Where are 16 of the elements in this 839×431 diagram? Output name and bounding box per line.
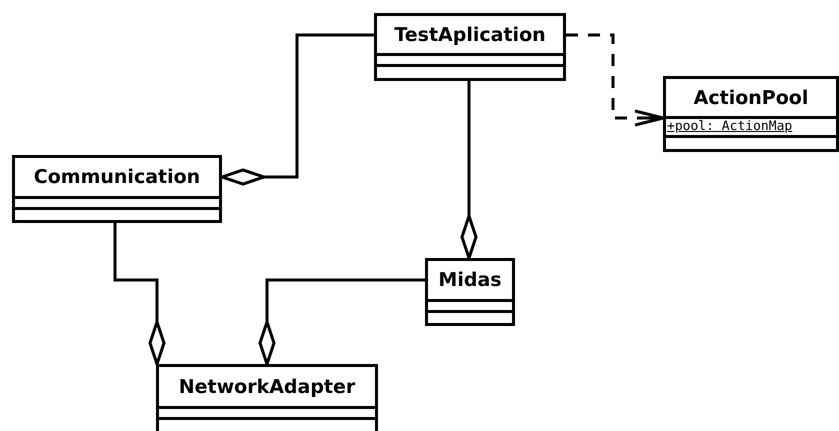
class-name: Midas xyxy=(438,269,502,292)
class-box xyxy=(663,76,839,152)
class-name: TestAplication xyxy=(394,24,546,46)
aggregation-connector xyxy=(220,34,374,186)
class-box xyxy=(374,13,566,81)
class-name: NetworkAdapter xyxy=(178,376,356,398)
class-box xyxy=(156,364,378,431)
class-name: ActionPool xyxy=(694,86,808,109)
attribute-text: +pool: ActionMap xyxy=(666,121,792,134)
aggregation-connector xyxy=(460,81,478,260)
class-name: Communication xyxy=(34,166,200,188)
class-box xyxy=(425,258,515,326)
aggregation-connector xyxy=(114,223,166,366)
aggregation-connector xyxy=(258,278,425,366)
dependency-arrow xyxy=(566,34,664,126)
class-box xyxy=(12,155,222,223)
